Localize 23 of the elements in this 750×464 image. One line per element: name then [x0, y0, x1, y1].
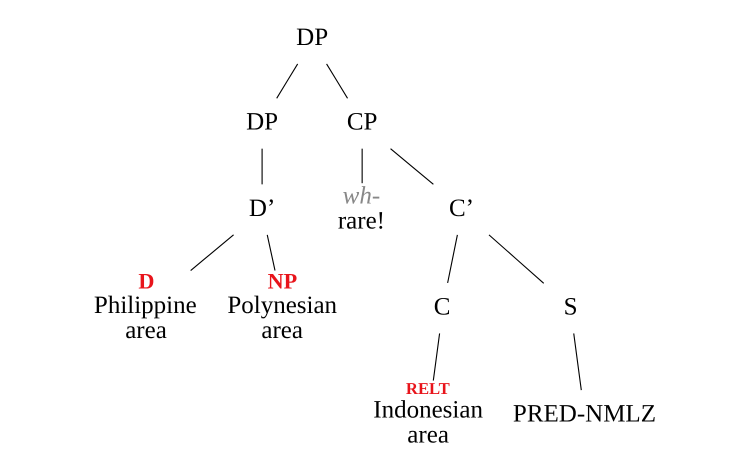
connector: [488, 234, 544, 284]
node-text: PRED-NMLZ: [512, 400, 656, 428]
node-text: NP Polynesian area: [227, 268, 338, 344]
connector: [432, 333, 440, 381]
node-text: C: [434, 294, 450, 321]
connector: [190, 234, 234, 271]
connector: [326, 64, 348, 99]
connector: [262, 148, 263, 184]
connector: [266, 234, 276, 271]
connector: [573, 333, 582, 390]
node-text: wh- rare!: [338, 182, 385, 234]
connector: [447, 234, 458, 284]
node-text: S: [564, 294, 578, 321]
node-text: D Philippine area: [94, 268, 197, 344]
node-text: C’: [449, 194, 474, 222]
connector: [390, 148, 434, 185]
node-text: D’: [248, 194, 276, 222]
connector: [276, 64, 298, 99]
connector: [362, 148, 363, 184]
node-text: RELT Indonesian area: [373, 379, 483, 448]
node-text: CP: [346, 108, 378, 136]
node-text: DP: [246, 108, 278, 136]
node-text: DP: [296, 24, 328, 51]
